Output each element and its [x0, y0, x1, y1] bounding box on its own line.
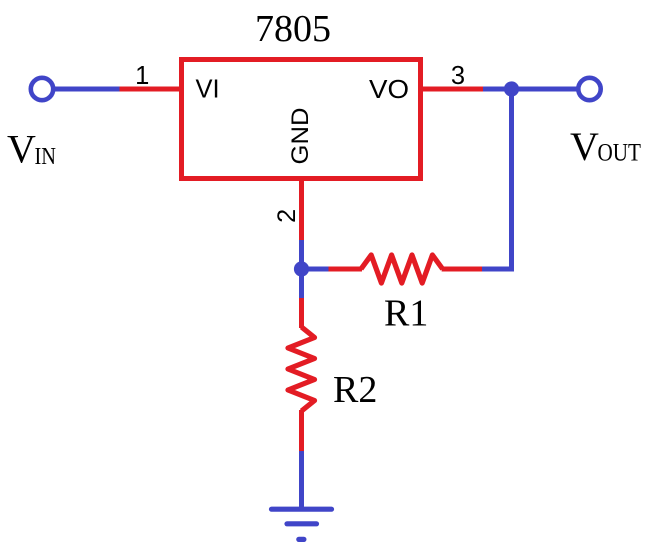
svg-text:R1: R1	[384, 293, 428, 335]
svg-text:1: 1	[135, 62, 149, 90]
svg-text:3: 3	[451, 62, 465, 90]
svg-text:V: V	[7, 127, 36, 172]
svg-text:VI: VI	[196, 76, 220, 104]
svg-text:GND: GND	[287, 108, 314, 165]
svg-text:OUT: OUT	[598, 138, 642, 167]
svg-text:7805: 7805	[255, 8, 331, 50]
svg-text:V: V	[570, 124, 599, 169]
svg-text:2: 2	[273, 209, 301, 223]
svg-text:VO: VO	[369, 76, 409, 104]
svg-text:IN: IN	[35, 144, 57, 170]
svg-text:R2: R2	[333, 369, 377, 411]
